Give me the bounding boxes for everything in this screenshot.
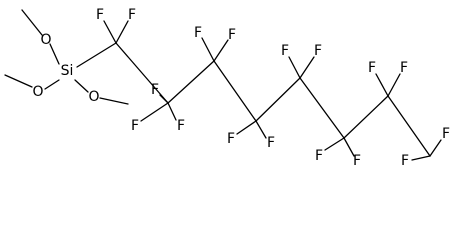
bond-c2-f3 (159, 94, 169, 104)
atom-f6: F (194, 25, 202, 41)
bond-c5-c6 (299, 77, 345, 139)
bond-c3-c4 (213, 60, 257, 122)
bond-c7-c8 (387, 95, 431, 157)
atom-f10: F (281, 43, 289, 59)
atom-f2: F (128, 7, 136, 23)
bonds (4, 9, 442, 161)
bond-c8-f16 (411, 155, 431, 161)
bond-c4-f9 (255, 120, 267, 139)
bond-c4-c5 (255, 77, 301, 122)
bond-c3-f7 (213, 39, 229, 62)
bond-c6-f12 (324, 137, 345, 151)
bond-c6-f13 (343, 137, 355, 157)
bond-c2-f4 (140, 102, 169, 122)
bond-c3-f6 (201, 37, 215, 62)
bond-methyl1-o1 (21, 9, 43, 36)
bond-c5-f10 (288, 56, 301, 79)
bond-si-c1 (76, 42, 117, 68)
atom-f8: F (227, 131, 235, 147)
atom-o1: O (40, 32, 51, 48)
bond-c4-f8 (236, 120, 257, 135)
bond-c7-f15 (387, 73, 401, 97)
bond-o3-methyl3 (99, 97, 129, 105)
bond-c8-f17 (429, 139, 442, 157)
atom-f14: F (368, 60, 376, 76)
atom-o3: O (88, 89, 99, 105)
structural-formula: Si O O O F F F F F F F F F F F F F F F F… (4, 7, 450, 169)
bond-o2-si (44, 79, 60, 90)
atom-si: Si (61, 63, 74, 79)
bond-c1-f1 (103, 20, 117, 44)
atom-f3: F (151, 82, 159, 98)
atom-f12: F (315, 148, 323, 164)
atom-f17: F (442, 126, 450, 142)
atom-labels: Si O O O F F F F F F F F F F F F F F F F… (32, 7, 450, 169)
atom-f1: F (96, 7, 104, 23)
bond-c1-f2 (115, 20, 129, 44)
bond-methyl2-o2 (4, 74, 33, 88)
atom-f7: F (228, 27, 236, 43)
bond-c7-f14 (375, 73, 389, 97)
bond-o1-si (49, 43, 60, 65)
atom-f16: F (401, 153, 409, 169)
bond-c2-f5 (167, 102, 177, 121)
bond-c1-c2 (115, 42, 169, 104)
bond-si-o3 (74, 79, 89, 93)
bond-c6-c7 (343, 95, 389, 139)
atom-f15: F (400, 60, 408, 76)
atom-f13: F (353, 153, 361, 169)
atom-f5: F (177, 118, 185, 134)
atom-f11: F (314, 43, 322, 59)
bond-c2-c3 (167, 60, 215, 104)
bond-c5-f11 (299, 56, 315, 79)
atom-o2: O (32, 84, 43, 100)
atom-f9: F (267, 135, 275, 151)
atom-f4: F (131, 118, 139, 134)
